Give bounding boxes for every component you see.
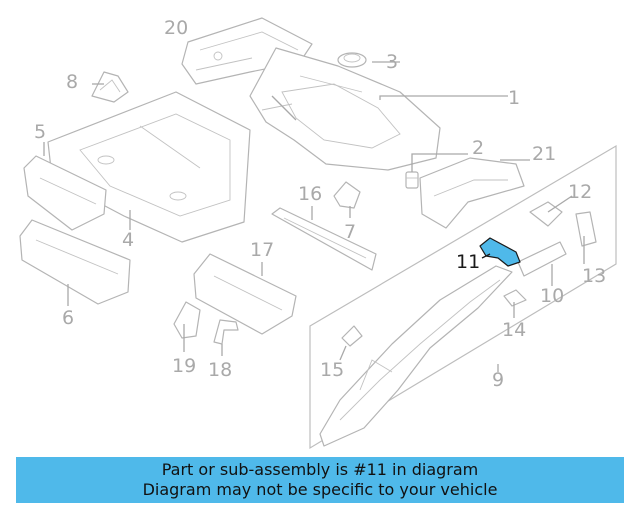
callout-14: 14 (502, 319, 526, 341)
part-21-drawing (419, 157, 525, 229)
leader-lines (43, 61, 585, 372)
part-15-drawing (341, 325, 363, 347)
callout-11-highlighted: 11 (456, 251, 480, 273)
part-7-drawing (333, 181, 361, 209)
part-17-drawing (193, 253, 297, 335)
part-14-drawing (503, 289, 527, 307)
callout-7: 7 (344, 221, 356, 243)
part-13-drawing (575, 211, 597, 247)
callout-6: 6 (62, 307, 74, 329)
banner-line-disclaimer: Diagram may not be specific to your vehi… (142, 480, 498, 499)
callout-9: 9 (492, 369, 504, 391)
callout-4: 4 (122, 229, 134, 251)
callout-18: 18 (208, 359, 232, 381)
part-1-drawing (249, 47, 441, 171)
part-11-highlighted-drawing (479, 237, 521, 267)
callout-20: 20 (164, 17, 188, 39)
callout-16: 16 (298, 183, 322, 205)
part-9-assembly-panel (309, 144, 617, 450)
callout-21: 21 (532, 143, 556, 165)
part-18-drawing (213, 319, 239, 345)
callout-5: 5 (34, 121, 46, 143)
callout-8: 8 (66, 71, 78, 93)
parts-diagram: 20 8 3 1 5 2 21 16 12 4 7 17 11 13 10 6 … (19, 17, 617, 450)
callout-17: 17 (250, 239, 274, 261)
callout-2: 2 (472, 137, 484, 159)
callout-10: 10 (540, 285, 564, 307)
callout-13: 13 (582, 265, 606, 287)
callout-12: 12 (568, 181, 592, 203)
part-10-drawing (517, 241, 567, 277)
banner-line-part-number: Part or sub-assembly is #11 in diagram (161, 460, 479, 479)
diagram-notice-banner: Part or sub-assembly is #11 in diagram D… (16, 457, 624, 503)
part-16-drawing (271, 207, 377, 271)
callout-3: 3 (386, 51, 398, 73)
part-6-drawing (19, 219, 131, 305)
part-3-drawing (337, 52, 367, 68)
callout-19: 19 (172, 355, 196, 377)
callout-15: 15 (320, 359, 344, 381)
part-2-drawing (405, 171, 419, 189)
part-19-drawing (173, 301, 201, 339)
part-8-drawing (91, 71, 129, 103)
callout-1: 1 (508, 87, 520, 109)
part-5-drawing (23, 155, 107, 231)
